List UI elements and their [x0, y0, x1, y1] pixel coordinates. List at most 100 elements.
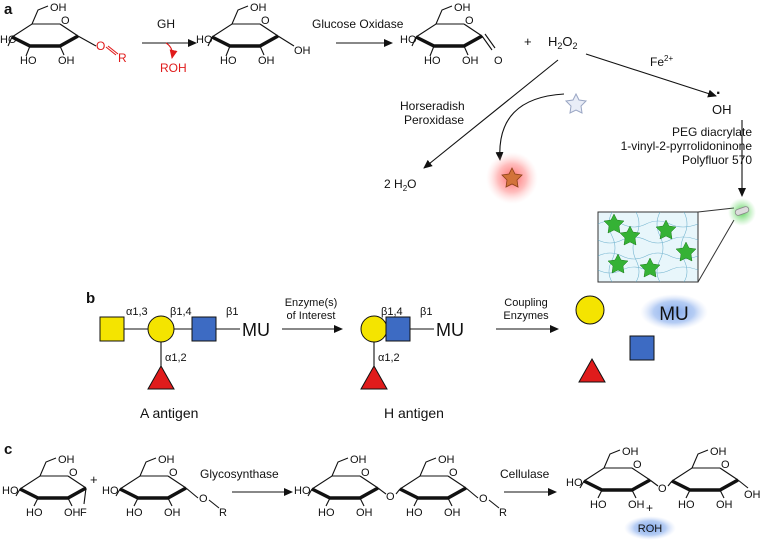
- gf-ring-o: O: [69, 467, 78, 479]
- gel-star-2: [619, 225, 641, 246]
- cellulase-label: Cellulase: [500, 467, 550, 481]
- mu-label-h: MU: [436, 320, 464, 340]
- di1-ho-4: HO: [294, 485, 311, 497]
- panel-a: a OH O HO HO OH O R GH ROH OH O: [0, 1, 756, 283]
- a1-2-label: α1,2: [165, 352, 187, 364]
- cb2-oh-2: OH: [716, 499, 733, 511]
- nonfluorescent-star-icon: [564, 92, 588, 114]
- panel-b-label: b: [86, 290, 95, 307]
- roh-product-label: ROH: [638, 523, 663, 535]
- acc-glycosidic-o: O: [199, 493, 208, 505]
- glucose-oh-1: OH: [294, 45, 311, 57]
- fenton-arrow: [585, 53, 717, 98]
- acc-r: R: [219, 507, 227, 519]
- h-fucose-triangle: [360, 364, 388, 390]
- di-bridge-o: O: [386, 491, 395, 503]
- lactone-oh-2: OH: [462, 55, 479, 67]
- glycoside-r: R: [118, 51, 127, 65]
- glycoside-o: O: [96, 39, 105, 53]
- glucose-oh-6: OH: [250, 2, 267, 14]
- lactone-ho-3: HO: [424, 55, 441, 67]
- cb2-oh-1: OH: [744, 489, 761, 501]
- product-glcnac-square: [629, 335, 655, 361]
- acc-oh-6: OH: [158, 454, 175, 466]
- galnac-square: [99, 316, 125, 342]
- glucose-oh-2: OH: [258, 55, 275, 67]
- enzyme-line1: Enzyme(s): [285, 297, 338, 309]
- disaccharide-glycoside-molecule: OH O HO HO OH O OH O HO OH: [294, 454, 507, 519]
- coupling-line1: Coupling: [504, 297, 547, 309]
- di1-oh-2: OH: [356, 507, 373, 519]
- lactone-ring-o: O: [465, 15, 474, 27]
- di1-oh-6: OH: [350, 454, 367, 466]
- cb1-oh-6: OH: [622, 446, 639, 458]
- glycosyl-fluoride-molecule: OH O HO HO OH F: [2, 454, 88, 519]
- enzyme-line2: of Interest: [287, 310, 336, 322]
- di2-oh-2: OH: [444, 507, 461, 519]
- h2o2-label: H2O2: [548, 34, 578, 51]
- gel-star-6: [639, 257, 661, 278]
- roh-curve-arrow: [165, 42, 178, 59]
- fucose-triangle: [147, 364, 175, 390]
- glycoside-oh-2: OH: [58, 55, 75, 67]
- cb1-oh-2: OH: [628, 499, 645, 511]
- lactone-ho-4: HO: [400, 34, 417, 46]
- cb1-ho-3: HO: [590, 499, 607, 511]
- hrp-arrow: [423, 59, 559, 169]
- panel-c-label: c: [4, 441, 12, 458]
- hrp-label-line2: Peroxidase: [404, 113, 464, 127]
- oxidation-curve-arrow: [495, 93, 565, 161]
- glycoside-ho-4: HO: [0, 34, 17, 46]
- mu-product-label: MU: [659, 304, 689, 325]
- gf-oh-2: OH: [64, 507, 81, 519]
- fluorescent-star-icon: [501, 167, 523, 188]
- acceptor-glycoside-molecule: OH O HO HO OH O R: [102, 454, 227, 519]
- product-fucose-triangle: [578, 357, 606, 383]
- glycoside-molecule: OH O HO HO OH: [0, 2, 119, 67]
- di2-r: R: [499, 507, 507, 519]
- gel-particle-icon: [734, 206, 750, 216]
- gf-ho-4: HO: [2, 485, 19, 497]
- b1-4-label: β1,4: [170, 306, 192, 318]
- glucose-molecule: OH O HO HO OH OH: [196, 2, 311, 67]
- cb2-ring-o: O: [721, 459, 730, 471]
- glcnac-square: [191, 316, 217, 342]
- lactone-carbonyl-o: O: [494, 55, 503, 67]
- h-antigen-structure: β1,4 β1 α1,2 MU H antigen: [360, 306, 464, 421]
- a1-3-label: α1,3: [126, 306, 148, 318]
- gf-oh-6: OH: [58, 454, 75, 466]
- a-antigen-structure: α1,3 β1,4 β1 α1,2 MU A antigen: [99, 306, 270, 421]
- gel-star-1: [603, 213, 625, 234]
- glucose-ring-o: O: [261, 15, 270, 27]
- cb2-oh-6: OH: [710, 446, 727, 458]
- peg-line1: PEG diacrylate: [672, 125, 752, 139]
- glycoside-ho-3: HO: [20, 55, 37, 67]
- acc-ho-3: HO: [126, 507, 143, 519]
- di2-glycosidic-o: O: [479, 493, 488, 505]
- mu-label-a: MU: [242, 320, 270, 340]
- h-glcnac-square: [385, 316, 411, 342]
- hydrogel-network: [597, 211, 699, 283]
- acc-oh-2: OH: [164, 507, 181, 519]
- panel-b: b α1,3 β1,4 β1 α1,2 MU A antigen Enzyme(…: [86, 290, 708, 421]
- fe-label: Fe2+: [650, 54, 673, 69]
- gel-star-5: [607, 253, 629, 274]
- glycosynthase-label: Glycosynthase: [200, 467, 279, 481]
- di1-ho-3: HO: [318, 507, 335, 519]
- h-a1-2-label: α1,2: [378, 352, 400, 364]
- product-galactose-circle: [575, 295, 605, 325]
- gel-star-4: [675, 241, 697, 262]
- cb1-ho-4: HO: [566, 477, 583, 489]
- zoom-lines: [697, 207, 735, 283]
- roh-blue-glow: [624, 516, 676, 540]
- b1-label: β1: [226, 306, 238, 318]
- radical-dot: ·: [716, 85, 721, 102]
- gf-fluorine: F: [80, 507, 87, 519]
- plus-sign-a: +: [524, 34, 532, 49]
- peg-line3: Polyfluor 570: [682, 153, 752, 167]
- glucose-ho-4: HO: [196, 34, 213, 46]
- lactone-oh-6: OH: [454, 2, 471, 14]
- mu-blue-glow: [640, 294, 708, 330]
- h-b1-label: β1: [420, 306, 432, 318]
